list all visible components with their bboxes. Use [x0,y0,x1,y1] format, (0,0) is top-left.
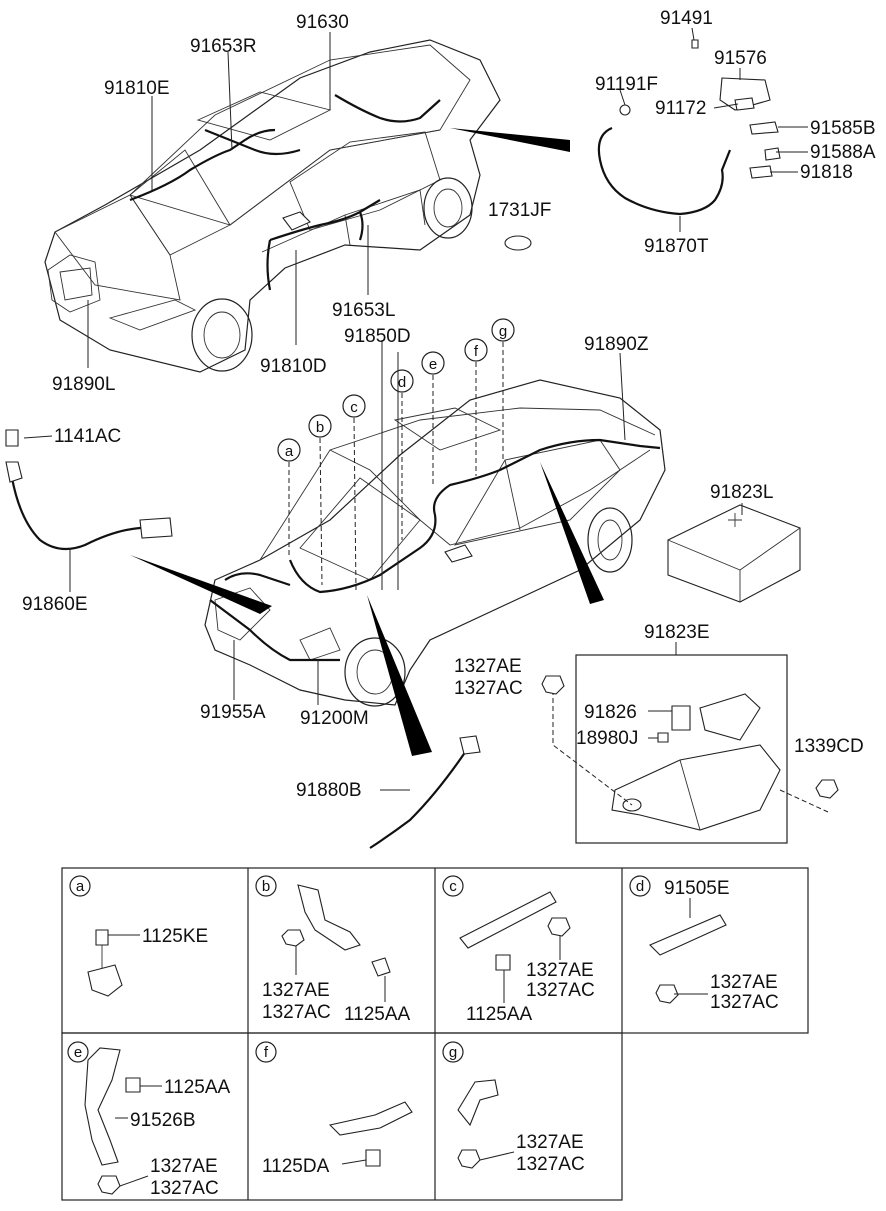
panel-c-letter: c [449,878,457,895]
top-car-illustration [44,39,570,373]
label-91870T: 91870T [644,236,709,257]
panel-b-label-3: 1125AA [344,1004,411,1025]
callout-c-letter: c [350,399,358,416]
panel-a-label-1: 1125KE [142,926,208,947]
top-right-harness-detail [504,39,781,251]
panel-g-letter: g [449,1044,457,1061]
label-91630: 91630 [296,12,349,33]
detail-panel-labels: a 1125KE b 1327AE 1327AC 1125AA c 1327AE… [67,875,779,1199]
panel-g-marker [442,1041,464,1063]
panel-e-label-1: 1125AA [164,1077,231,1098]
label-91890L: 91890L [52,374,115,395]
panel-f-label-1: 1125DA [262,1156,330,1177]
label-91810D: 91810D [260,356,327,377]
panel-c-label-3: 1125AA [466,1004,533,1025]
label-91191F: 91191F [595,74,658,95]
callout-d-letter: d [398,374,406,391]
label-91200M: 91200M [300,708,369,729]
callout-f [464,338,488,362]
part-number-labels: 91491 91630 91653R 91810E 91576 91191F 9… [22,8,876,801]
panel-e-marker [67,1041,89,1063]
panel-a-marker [69,875,91,897]
label-91818: 91818 [800,162,853,183]
panel-b-letter: b [262,878,270,895]
label-1731JF: 1731JF [488,200,551,221]
panel-b-label-1: 1327AE [262,980,330,1001]
panel-f-marker [255,1041,277,1063]
callout-g-letter: g [499,323,507,340]
callout-f-letter: f [474,343,479,360]
label-91890Z: 91890Z [584,334,649,355]
panel-f-sketch [328,1101,413,1167]
panel-e-sketch [84,1047,141,1195]
label-91172: 91172 [655,98,706,119]
label-91955A: 91955A [200,702,266,723]
panel-e-letter: e [74,1044,82,1061]
label-1327AE-main: 1327AE [454,656,522,677]
label-91823E: 91823E [644,622,710,643]
label-91653R: 91653R [190,36,257,57]
callout-a-letter: a [285,443,294,460]
label-91850D: 91850D [344,326,411,347]
callout-b-letter: b [316,419,324,436]
panel-c-sketch [459,891,571,971]
label-1327AC-main: 1327AC [454,678,523,699]
panel-b-label-2: 1327AC [262,1002,331,1023]
label-91810E: 91810E [104,78,170,99]
junction-box-91823E [541,642,839,844]
battery-cable-91880B [369,735,481,849]
panel-c-label-2: 1327AC [526,980,595,1001]
panel-d-sketch [649,914,727,1004]
panel-b-sketch [281,884,391,977]
callout-b [308,414,332,438]
panel-d-letter: d [636,878,644,895]
panel-d-marker [629,875,651,897]
ground-cable-91860E [5,429,173,551]
label-91576: 91576 [714,48,767,69]
bottom-car-illustration [130,379,666,756]
callout-c [342,394,366,418]
label-1339CD: 1339CD [794,736,864,757]
panel-e-label-3: 1327AE [150,1156,218,1177]
detail-grid [61,867,809,1201]
panel-e-label-4: 1327AC [150,1178,219,1199]
panel-e-label-2: 91526B [130,1110,196,1131]
panel-f-letter: f [264,1044,269,1061]
panel-a-sketch [87,929,123,997]
panel-b-marker [255,875,277,897]
panel-d-label-2: 1327AE [710,972,778,993]
panel-c-marker [442,875,464,897]
panel-d-label-1: 91505E [664,878,730,899]
callout-d [390,369,414,393]
label-18980J: 18980J [576,728,638,749]
panel-g-label-2: 1327AC [516,1154,585,1175]
panel-d-label-3: 1327AC [710,992,779,1013]
label-91826: 91826 [584,702,637,723]
label-91823L: 91823L [710,482,773,503]
panel-g-sketch [457,1079,499,1169]
callout-e-letter: e [429,356,437,373]
label-91860E: 91860E [22,594,88,615]
label-91588A: 91588A [810,142,876,163]
callout-e [421,351,445,375]
callout-a [277,438,301,462]
panel-g-label-1: 1327AE [516,1132,584,1153]
leader-lines [23,27,808,1187]
panel-a-letter: a [76,878,85,895]
callout-circles: a b c d e f g [277,318,515,462]
label-1141AC: 1141AC [54,426,121,447]
label-91880B: 91880B [296,780,362,801]
callout-g [491,318,515,342]
panel-c-label-1: 1327AE [526,960,594,981]
label-91653L: 91653L [332,300,395,321]
relay-box-cover-91823L [667,504,801,603]
label-91491: 91491 [660,8,713,29]
label-91585B: 91585B [810,118,876,139]
